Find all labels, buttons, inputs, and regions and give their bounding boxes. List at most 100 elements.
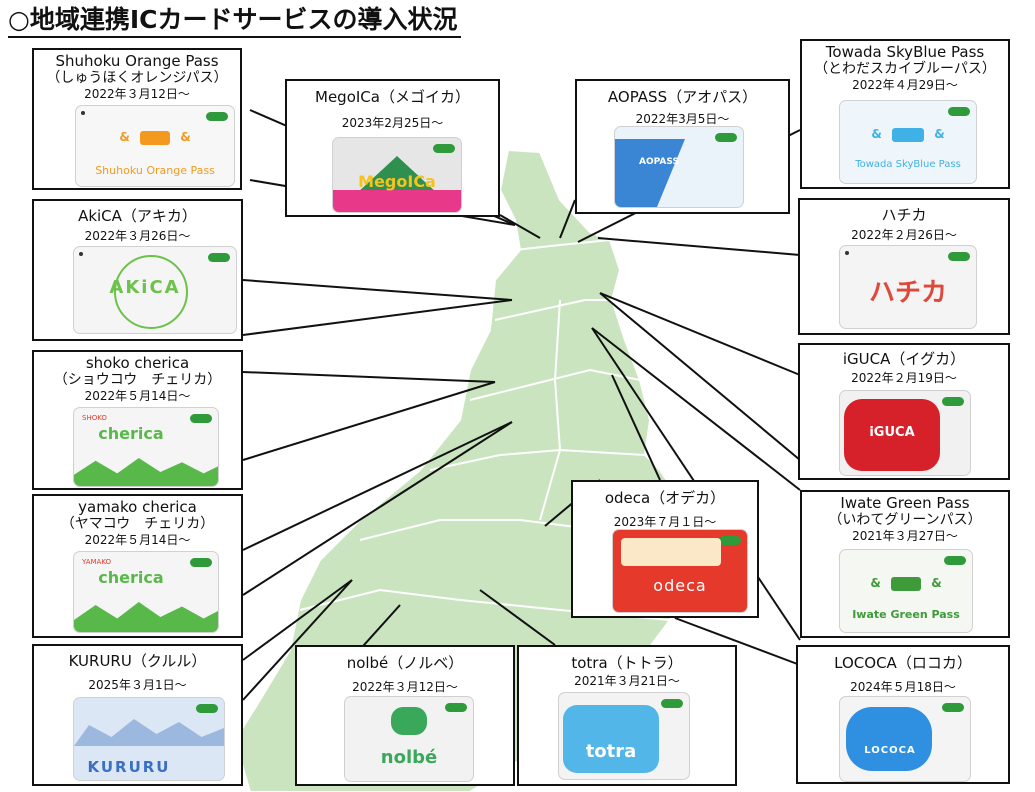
card-date: 2025年３月1日～: [88, 678, 187, 692]
card-name: AOPASS（アオパス）: [607, 88, 758, 106]
card-label: MegoICa: [358, 172, 436, 191]
chip-icon: [445, 703, 467, 712]
card-reading: （いわてグリーンパス）: [828, 512, 982, 528]
card-prefix: &: [870, 576, 881, 590]
card-image: odeca: [613, 530, 747, 612]
card-suffix: &: [934, 127, 945, 141]
card-box-akica: AkiCA（アキカ） 2022年３月26日～ AKiCA: [32, 199, 243, 341]
card-box-kururu: KURURU（クルル） 2025年３月1日～ KURURU: [32, 644, 243, 786]
chip-icon: [661, 699, 683, 708]
card-box-shoko: shoko cherica （ショウコウ チェリカ） 2022年５月14日～ S…: [32, 350, 243, 490]
card-name: ハチカ: [881, 206, 927, 224]
bus-icon: [892, 127, 924, 142]
card-date: 2024年５月18日～: [850, 680, 956, 694]
chip-icon: [942, 397, 964, 406]
chip-icon: [942, 703, 964, 712]
card-image: totra: [559, 693, 689, 779]
bus-icon: [891, 576, 921, 591]
reader-mark-icon: [79, 252, 83, 256]
card-image: AKiCA: [74, 247, 236, 333]
card-name: odeca（オデカ）: [604, 489, 726, 507]
card-image: YAMAKO cherica: [74, 552, 218, 632]
chip-icon: [948, 107, 970, 116]
card-box-shuhoku: Shuhoku Orange Pass （しゅうほくオレンジパス） 2022年３…: [32, 48, 242, 190]
card-date: 2022年３月12日～: [84, 87, 190, 101]
card-image: iGUCA: [840, 391, 970, 475]
card-label: cherica: [98, 424, 164, 443]
card-image: nolbé: [345, 697, 473, 781]
chip-icon: [206, 112, 228, 121]
card-label: Towada SkyBlue Pass: [855, 159, 961, 170]
card-name: Shuhoku Orange Pass: [55, 52, 219, 70]
card-date: 2022年３月12日～: [352, 680, 458, 694]
card-label: ハチカ: [868, 278, 947, 308]
card-image: AOPASS: [615, 127, 743, 207]
card-box-nolbe: nolbé（ノルベ） 2022年３月12日～ nolbé: [295, 645, 515, 786]
card-box-odeca: odeca（オデカ） 2023年７月１日～ odeca: [571, 480, 759, 618]
card-label: iGUCA: [869, 425, 915, 440]
card-suffix: &: [180, 130, 191, 144]
card-band: [846, 707, 932, 771]
reader-mark-icon: [81, 111, 85, 115]
card-name: MegoICa（メゴイカ）: [315, 88, 470, 106]
card-image: KURURU: [74, 698, 224, 780]
card-prefix: &: [119, 130, 130, 144]
card-date: 2023年７月１日～: [613, 515, 717, 529]
card-name: nolbé（ノルベ）: [346, 654, 464, 672]
card-box-iguca: iGUCA（イグカ） 2022年２月19日～ iGUCA: [798, 343, 1010, 480]
chip-icon: [190, 414, 212, 423]
mountain-band: [74, 602, 218, 632]
card-label: cherica: [98, 568, 164, 587]
card-date: 2021年３月21日～: [574, 674, 680, 688]
card-date: 2022年3月5日～: [635, 112, 730, 126]
card-image: ハチカ: [840, 246, 976, 328]
card-prefix: &: [871, 127, 882, 141]
card-name: iGUCA（イグカ）: [842, 350, 966, 368]
card-date: 2022年３月26日～: [84, 229, 191, 243]
bus-icon: [391, 707, 427, 735]
card-box-towada: Towada SkyBlue Pass （とわだスカイブルーパス） 2022年４…: [800, 39, 1010, 189]
card-date: 2022年５月14日～: [84, 533, 191, 547]
card-label: KURURU: [87, 758, 171, 776]
card-image: & & Iwate Green Pass: [840, 550, 972, 632]
card-label: LOCOCA: [864, 745, 916, 756]
card-image: MegoICa: [333, 138, 461, 212]
card-box-totra: totra（トトラ） 2021年３月21日～ totra: [517, 645, 737, 786]
ring-shape: [114, 255, 188, 329]
mountain-band: [74, 719, 224, 746]
card-band: [563, 705, 659, 773]
card-name: totra（トトラ）: [571, 654, 683, 672]
card-name: yamako cherica: [78, 498, 197, 516]
mountain-band: [74, 458, 218, 486]
card-band: [333, 190, 461, 212]
card-date: 2022年２月26日～: [851, 228, 957, 242]
reader-mark-icon: [845, 251, 849, 255]
card-box-lococa: LOCOCA（ロコカ） 2024年５月18日～ LOCOCA: [796, 645, 1010, 784]
chip-icon: [948, 252, 970, 261]
card-label: AOPASS: [639, 157, 679, 167]
card-box-megoica: MegoICa（メゴイカ） 2023年2月25日～ MegoICa: [285, 79, 500, 217]
card-name: LOCOCA（ロコカ）: [834, 654, 972, 672]
card-label: Iwate Green Pass: [852, 608, 960, 621]
card-name: Towada SkyBlue Pass: [825, 43, 985, 61]
card-date: 2023年2月25日～: [341, 116, 444, 130]
chip-icon: [208, 253, 230, 262]
bus-icon: [140, 130, 170, 145]
card-image: LOCOCA: [840, 697, 970, 781]
card-suffix: &: [931, 576, 942, 590]
card-reading: （ヤマコウ チェリカ）: [60, 516, 215, 532]
card-reading: （しゅうほくオレンジパス）: [46, 70, 228, 86]
card-small-label: SHOKO: [82, 414, 107, 422]
card-name: KURURU（クルル）: [68, 652, 207, 670]
card-label: totra: [585, 741, 637, 762]
page-title: ○地域連携ICカードサービスの導入状況: [8, 4, 462, 38]
card-band: [844, 399, 940, 471]
card-name: Iwate Green Pass: [840, 494, 970, 512]
prefecture-borders: [299, 239, 681, 621]
card-box-aopass: AOPASS（アオパス） 2022年3月5日～ AOPASS: [575, 79, 790, 214]
card-small-label: YAMAKO: [82, 558, 112, 566]
card-image: & & Towada SkyBlue Pass: [840, 101, 976, 183]
chip-icon: [196, 704, 218, 713]
card-date: 2022年４月29日～: [852, 78, 958, 92]
card-label: Shuhoku Orange Pass: [95, 164, 215, 177]
